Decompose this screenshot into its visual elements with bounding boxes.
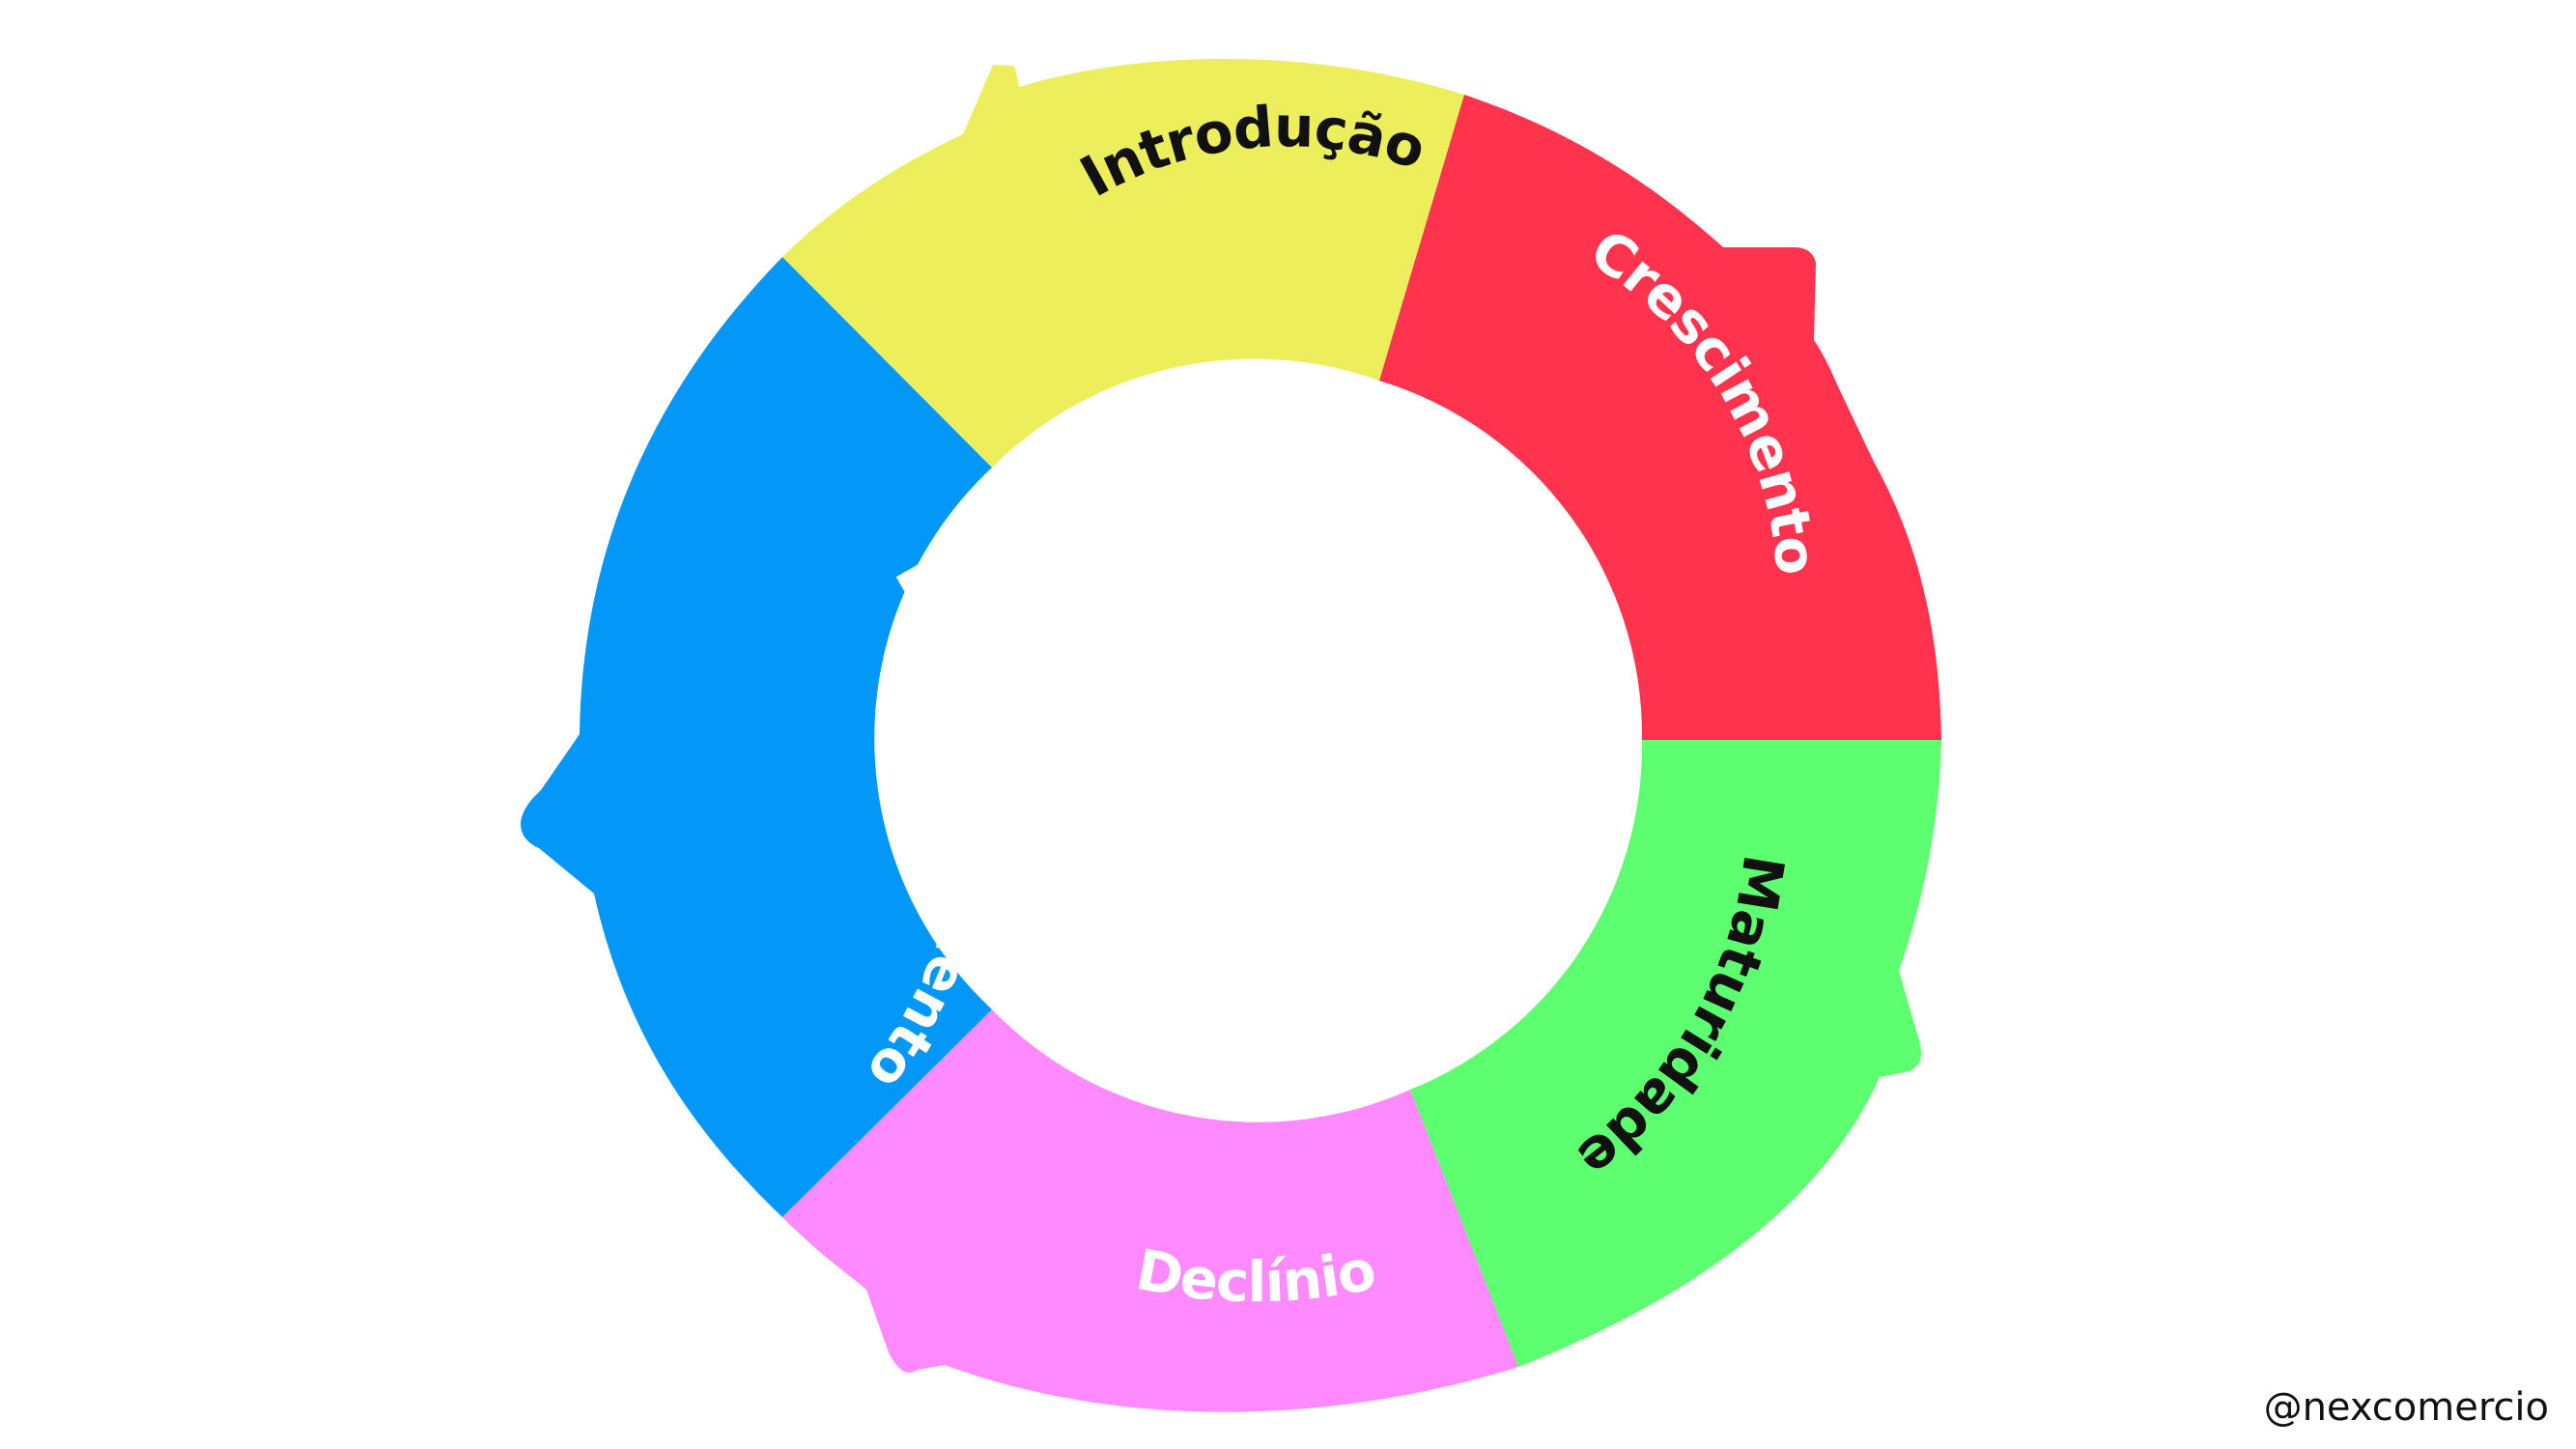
segment-declinio <box>782 1009 1518 1412</box>
segment-crescimento <box>1379 95 1941 740</box>
segment-desenvolvimento <box>521 257 992 1217</box>
segment-maturidade <box>1410 740 1941 1367</box>
segment-introducao <box>782 58 1464 469</box>
credit-handle: @nexcomercio <box>2263 1385 2549 1430</box>
stage-label-declinio: Declínio <box>1131 1236 1380 1315</box>
